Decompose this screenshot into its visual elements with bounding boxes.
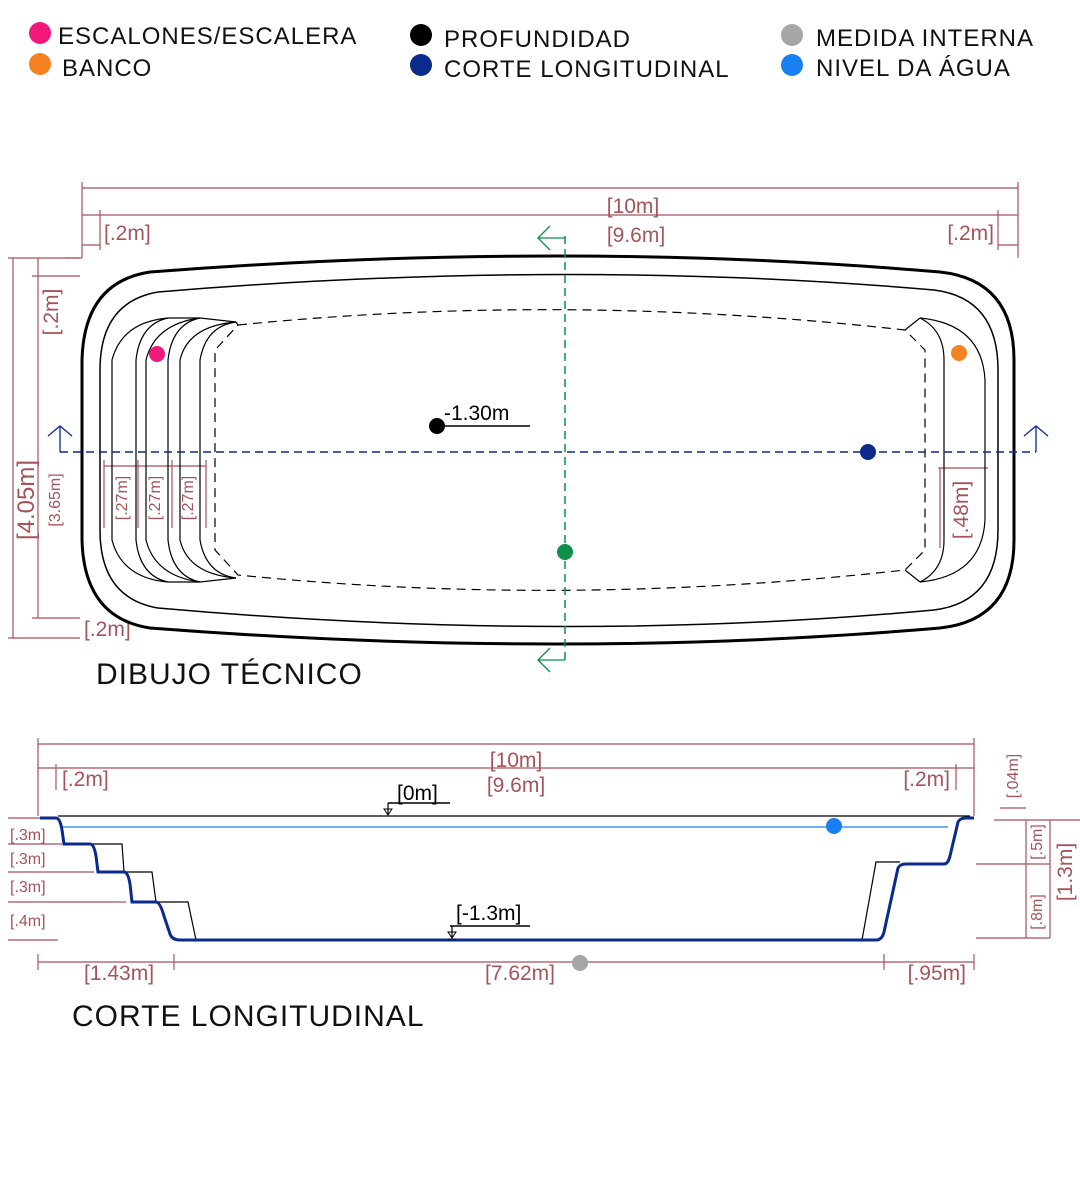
section-marker-medida (572, 955, 588, 971)
section-total-depth-label: [1.3m] (1054, 843, 1077, 901)
plan-edge-bottom-label: [.2m] (84, 618, 131, 641)
legend-label-profundidad: PROFUNDIDAD (444, 26, 631, 53)
section-edge-right-label: [.2m] (903, 768, 950, 791)
pool-section-view (40, 815, 974, 942)
section-dimensions: [10m] [9.6m] [.2m] [.2m] [.04m] [.5m] [.… (8, 738, 1080, 985)
section-inner-length-label: [9.6m] (487, 774, 545, 797)
section-riser-2-label: [.3m] (10, 851, 46, 868)
section-total-length-label: [10m] (490, 749, 543, 772)
legend-dot-escalones (29, 22, 51, 44)
plan-title: DIBUJO TÉCNICO (96, 658, 363, 691)
section-riser-3-label: [.3m] (10, 879, 46, 896)
legend-label-escalones: ESCALONES/ESCALERA (58, 23, 357, 50)
plan-marker-corte (860, 444, 876, 460)
section-upper-depth-label: [.5m] (1029, 824, 1046, 860)
plan-step-2-label: [.27m] (147, 476, 164, 520)
section-level-markers: [0m] [-1.3m] (383, 782, 530, 940)
pool-plan-view (80, 254, 1016, 646)
plan-total-width-label: [4.05m] (13, 460, 40, 540)
plan-edge-right-label: [.2m] (947, 222, 994, 245)
plan-edge-top-label: [.2m] (40, 289, 63, 336)
plan-step-3-label: [.27m] (180, 476, 197, 520)
legend-dot-profundidad (410, 24, 432, 46)
section-rim-label: [.04m] (1005, 754, 1022, 798)
legend-dot-corte (410, 54, 432, 76)
section-level-top-label: [0m] (397, 782, 438, 805)
plan-bench-label: [.48m] (950, 481, 973, 539)
plan-marker-banco (951, 345, 967, 361)
plan-step-1-label: [.27m] (114, 476, 131, 520)
section-lower-depth-label: [.8m] (1029, 894, 1046, 930)
plan-edge-left-label: [.2m] (104, 222, 151, 245)
legend-dot-medida (781, 24, 803, 46)
plan-section-lines (47, 225, 1049, 673)
plan-inner-length-label: [9.6m] (607, 224, 665, 247)
section-level-bottom-label: [-1.3m] (456, 902, 521, 925)
plan-depth-label: -1.30m (444, 402, 509, 425)
legend-label-medida: MEDIDA INTERNA (816, 25, 1034, 52)
section-bench-run-label: [.95m] (908, 962, 966, 985)
legend-label-corte: CORTE LONGITUDINAL (444, 56, 730, 83)
section-riser-1-label: [.3m] (10, 827, 46, 844)
section-stairs-run-label: [1.43m] (84, 962, 154, 985)
legend-label-banco: BANCO (62, 55, 152, 82)
plan-marker-profundidad (429, 418, 445, 434)
section-marker-nivel (826, 818, 842, 834)
section-edge-left-label: [.2m] (62, 768, 109, 791)
plan-inner-width-label: [3.65m] (47, 473, 64, 526)
legend-dot-nivel (781, 54, 803, 76)
plan-dimensions: [10m] [9.6m] [.2m] [.2m] [.2m] [4.05m] [… (8, 182, 1019, 641)
section-title: CORTE LONGITUDINAL (72, 1000, 425, 1033)
legend: ESCALONES/ESCALERA BANCO PROFUNDIDAD COR… (29, 22, 1034, 83)
section-floor-run-label: [7.62m] (485, 962, 555, 985)
legend-dot-banco (29, 53, 51, 75)
section-riser-4-label: [.4m] (10, 913, 46, 930)
legend-label-nivel: NIVEL DA ÁGUA (816, 55, 1011, 82)
plan-marker-escalones (149, 346, 165, 362)
plan-marker-cross-section (557, 544, 573, 560)
plan-total-length-label: [10m] (607, 195, 660, 218)
